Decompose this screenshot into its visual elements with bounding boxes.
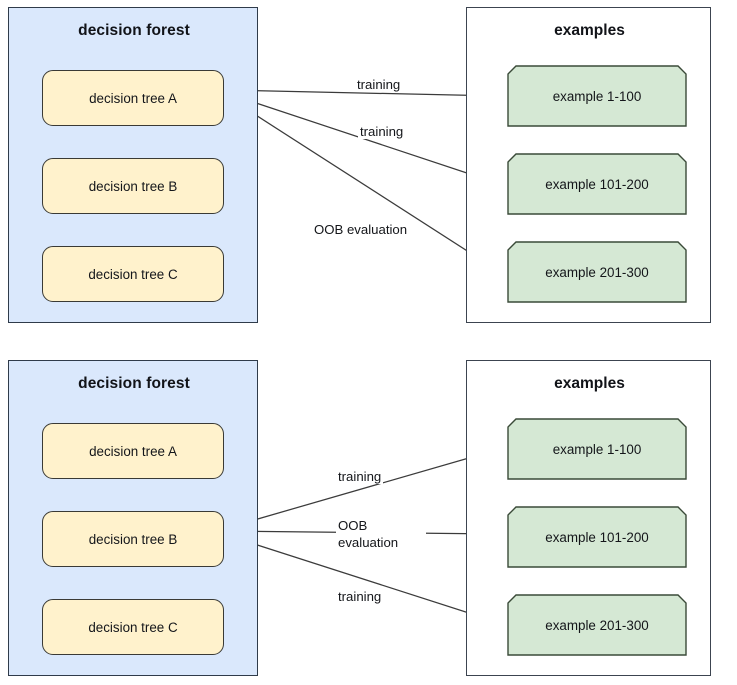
edge-oob-evaluation	[222, 93, 501, 273]
decision-forest-container: decision forest decision tree A decision…	[8, 7, 258, 323]
decision-tree-a-label: decision tree A	[89, 443, 177, 459]
example-101-200-node[interactable]: example 101-200	[507, 506, 687, 568]
example-1-100-label: example 1-100	[552, 441, 642, 457]
edge-label-training-1: training	[355, 77, 403, 92]
decision-tree-b-node[interactable]: decision tree B	[42, 511, 224, 567]
document-shape-icon	[507, 65, 687, 127]
decision-tree-c-label: decision tree C	[88, 266, 178, 282]
edge-label-training-2: training	[336, 589, 384, 604]
edge-label-oob-evaluation: OOB evaluation	[312, 222, 410, 237]
document-shape-icon	[507, 594, 687, 656]
decision-tree-a-label: decision tree A	[89, 90, 177, 106]
edge-label-oob-line-2: evaluation	[338, 535, 399, 550]
decision-tree-a-node[interactable]: decision tree A	[42, 423, 224, 479]
document-shape-icon	[507, 418, 687, 480]
document-shape-icon	[507, 241, 687, 303]
decision-tree-c-node[interactable]: decision tree C	[42, 246, 224, 302]
example-1-100-label: example 1-100	[552, 88, 642, 104]
edge-label-training-2: training	[358, 124, 406, 139]
decision-forest-title: decision forest	[78, 22, 190, 39]
examples-container: examples example 1-100 example 101-200 e…	[466, 7, 711, 323]
panel-bottom: decision forest decision tree A decision…	[0, 353, 737, 685]
examples-title: examples	[554, 22, 625, 39]
example-1-100-node[interactable]: example 1-100	[507, 418, 687, 480]
document-shape-icon	[507, 153, 687, 215]
example-201-300-label: example 201-300	[545, 617, 649, 633]
document-shape-icon	[507, 506, 687, 568]
edge-training-2	[222, 533, 501, 624]
example-201-300-node[interactable]: example 201-300	[507, 241, 687, 303]
decision-forest-container: decision forest decision tree A decision…	[8, 360, 258, 676]
edge-label-training-1: training	[336, 469, 384, 484]
example-101-200-label: example 101-200	[545, 529, 649, 545]
edge-label-oob-evaluation: OOB evaluation	[336, 517, 426, 551]
decision-tree-b-label: decision tree B	[88, 178, 178, 194]
decision-forest-title: decision forest	[78, 375, 190, 392]
decision-tree-c-label: decision tree C	[88, 619, 178, 635]
examples-title: examples	[554, 375, 625, 392]
example-101-200-node[interactable]: example 101-200	[507, 153, 687, 215]
edge-label-oob-line-1: OOB	[338, 518, 368, 533]
decision-tree-a-node[interactable]: decision tree A	[42, 70, 224, 126]
edge-training-1	[222, 89, 501, 100]
panel-top: decision forest decision tree A decision…	[0, 0, 737, 332]
decision-tree-b-node[interactable]: decision tree B	[42, 158, 224, 214]
examples-container: examples example 1-100 example 101-200 e…	[466, 360, 711, 676]
example-201-300-node[interactable]: example 201-300	[507, 594, 687, 656]
decision-tree-b-label: decision tree B	[88, 531, 178, 547]
example-1-100-node[interactable]: example 1-100	[507, 65, 687, 127]
example-101-200-label: example 101-200	[545, 176, 649, 192]
edge-training-1	[222, 448, 501, 530]
decision-tree-c-node[interactable]: decision tree C	[42, 599, 224, 655]
example-201-300-label: example 201-300	[545, 264, 649, 280]
